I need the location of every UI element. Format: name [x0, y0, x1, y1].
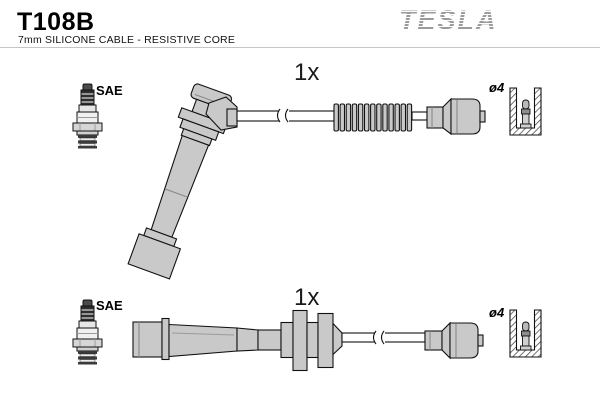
cable-sleeve	[226, 108, 238, 127]
cable-line	[341, 330, 426, 345]
cable-drawing-angled	[127, 83, 486, 280]
diameter-label-top: ø4	[489, 80, 505, 95]
terminal-cap-icon	[509, 87, 542, 136]
diameter-label-bottom: ø4	[489, 305, 505, 320]
distributor-connector	[426, 97, 486, 136]
quantity-label-bottom: 1x	[294, 284, 320, 311]
sae-label-bottom: SAE	[96, 298, 123, 313]
sae-label-top: SAE	[96, 83, 123, 98]
part-number: T108B	[17, 8, 95, 36]
header-divider	[0, 47, 600, 48]
distributor-connector	[424, 321, 484, 360]
straight-boot	[132, 309, 343, 372]
cable-line	[411, 111, 428, 121]
product-subtitle: 7mm SILICONE CABLE - RESISTIVE CORE	[18, 34, 236, 46]
bellows-section	[333, 103, 413, 132]
quantity-label-top: 1x	[294, 59, 320, 86]
tesla-logo: TESLA	[399, 5, 498, 36]
terminal-cap-icon	[509, 309, 542, 358]
cable-drawing-straight	[132, 309, 484, 372]
cable-line	[236, 108, 335, 124]
